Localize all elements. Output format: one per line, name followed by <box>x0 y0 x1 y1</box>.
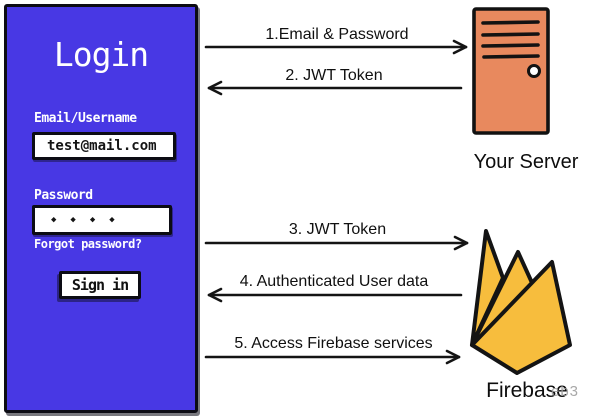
server-icon <box>472 7 550 135</box>
firebase-caption: Firebase <box>486 379 568 402</box>
arrow-1-label: 1.Email & Password <box>265 26 409 43</box>
arrow-5-label: 5. Access Firebase services <box>234 335 433 352</box>
arrow-5-right-icon <box>204 349 463 365</box>
firebase-icon <box>470 229 572 375</box>
password-label: Password <box>34 188 93 203</box>
sign-in-button[interactable]: Sign in <box>59 271 141 299</box>
arrow-2-label: 2. JWT Token <box>285 67 383 84</box>
email-input[interactable] <box>32 132 176 160</box>
email-label: Email/Username <box>34 111 137 126</box>
watermark-text: eb3 <box>551 383 580 400</box>
arrow-4-left-icon <box>205 287 463 303</box>
login-panel: Login Email/Username Password Forgot pas… <box>4 4 198 413</box>
forgot-password-link[interactable]: Forgot password? <box>34 237 142 251</box>
arrow-1-right-icon <box>204 39 470 55</box>
arrow-4-label: 4. Authenticated User data <box>239 273 429 290</box>
server-caption: Your Server <box>473 151 579 173</box>
login-title: Login <box>53 35 149 74</box>
arrow-3-right-icon <box>204 235 471 251</box>
arrow-3-label: 3. JWT Token <box>288 221 387 238</box>
arrow-2-left-icon <box>205 80 463 96</box>
password-input[interactable] <box>32 205 172 235</box>
